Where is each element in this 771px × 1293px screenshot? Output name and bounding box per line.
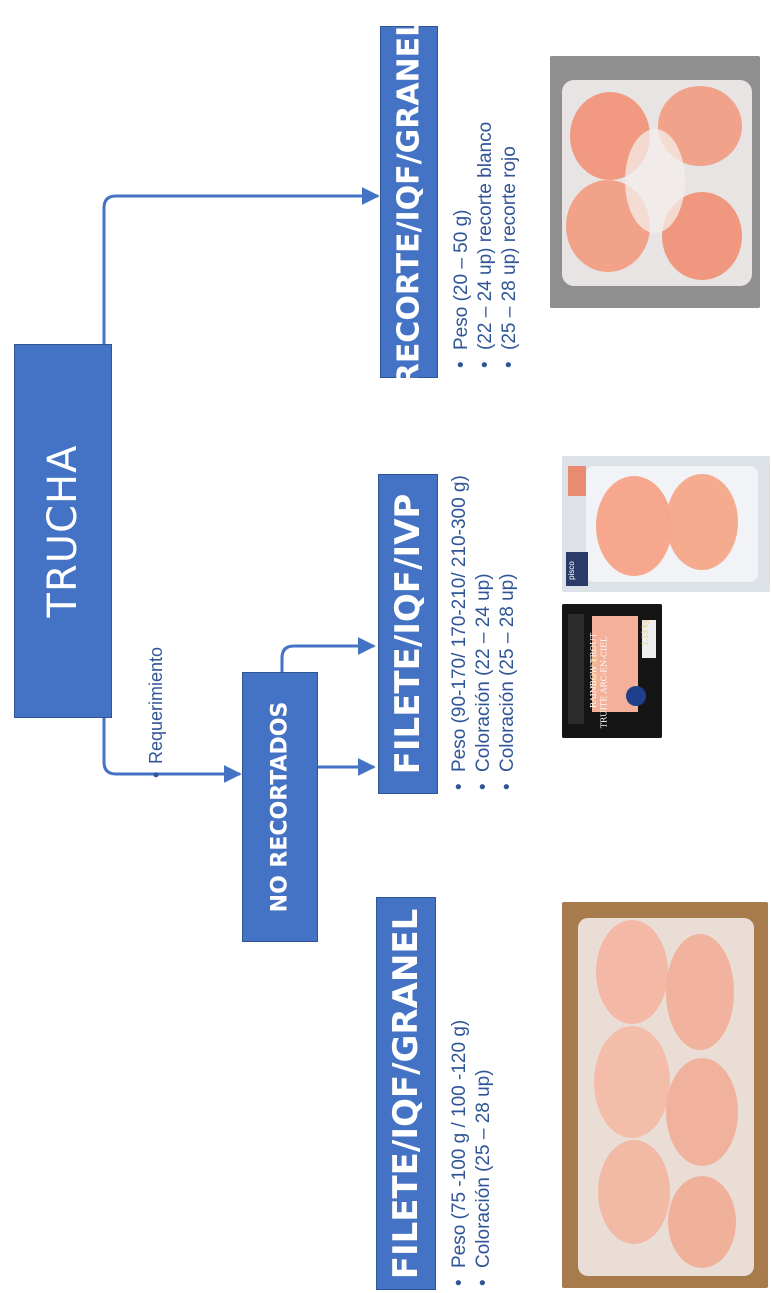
- product-label-filete-ivp: FILETE/IQF/IVP: [388, 493, 428, 775]
- photo-trimmings-bag: [550, 56, 760, 308]
- root-bracket: [91, 187, 380, 690]
- product-box-filete-granel: FILETE/IQF/GRANEL: [376, 897, 436, 1290]
- photo-fillets-box: [562, 902, 768, 1288]
- photo-vacuum-fillets: pisco: [562, 456, 770, 592]
- bullet-item: Coloración (22 – 24 up): [472, 475, 496, 790]
- bullet-item: Peso (75 -100 g / 100 -120 g): [448, 1020, 472, 1286]
- bullet-item: Peso (20 – 50 g): [450, 122, 474, 368]
- root-label: TRUCHA: [40, 444, 86, 618]
- group-label: NO RECORTADOS: [267, 701, 293, 913]
- bullet-item: Coloración (25 – 28 up): [496, 475, 520, 790]
- package-weight: 1.13 kg: [640, 619, 650, 646]
- photo-trout-package: AquaStar RAINBOW TROUT TRUITE ARC-EN-CIE…: [562, 604, 662, 738]
- bullets-filete-ivp: Peso (90-170/ 170-210/ 210-300 g) Colora…: [448, 475, 520, 790]
- bullet-item: Peso (90-170/ 170-210/ 210-300 g): [448, 475, 472, 790]
- product-box-recorte-granel: RECORTE/IQF/GRANEL: [380, 18, 438, 386]
- bag-brand: pisco: [566, 561, 576, 580]
- bullet-item: Coloración (25 – 28 up): [472, 1020, 496, 1286]
- root-box: TRUCHA: [14, 344, 112, 718]
- group-box: NO RECORTADOS: [242, 672, 318, 942]
- product-label-filete-granel: FILETE/IQF/GRANEL: [386, 908, 426, 1279]
- group-to-filete-ivp: [280, 637, 376, 672]
- package-title-en: RAINBOW TROUT: [589, 632, 599, 709]
- bullets-filete-granel: Peso (75 -100 g / 100 -120 g) Coloración…: [448, 1020, 496, 1286]
- bullet-item: (22 – 24 up) recorte blanco: [474, 122, 498, 368]
- product-box-filete-ivp: FILETE/IQF/IVP: [378, 474, 438, 794]
- bullet-item: (25 – 28 up) recorte rojo: [498, 122, 522, 368]
- requirement-label: Requerimiento: [146, 647, 167, 778]
- root-to-group: [102, 688, 242, 783]
- product-label-recorte-granel: RECORTE/IQF/GRANEL: [391, 17, 427, 387]
- bullets-recorte-granel: Peso (20 – 50 g) (22 – 24 up) recorte bl…: [450, 122, 522, 368]
- package-title-fr: TRUITE ARC-EN-CIEL: [599, 636, 609, 729]
